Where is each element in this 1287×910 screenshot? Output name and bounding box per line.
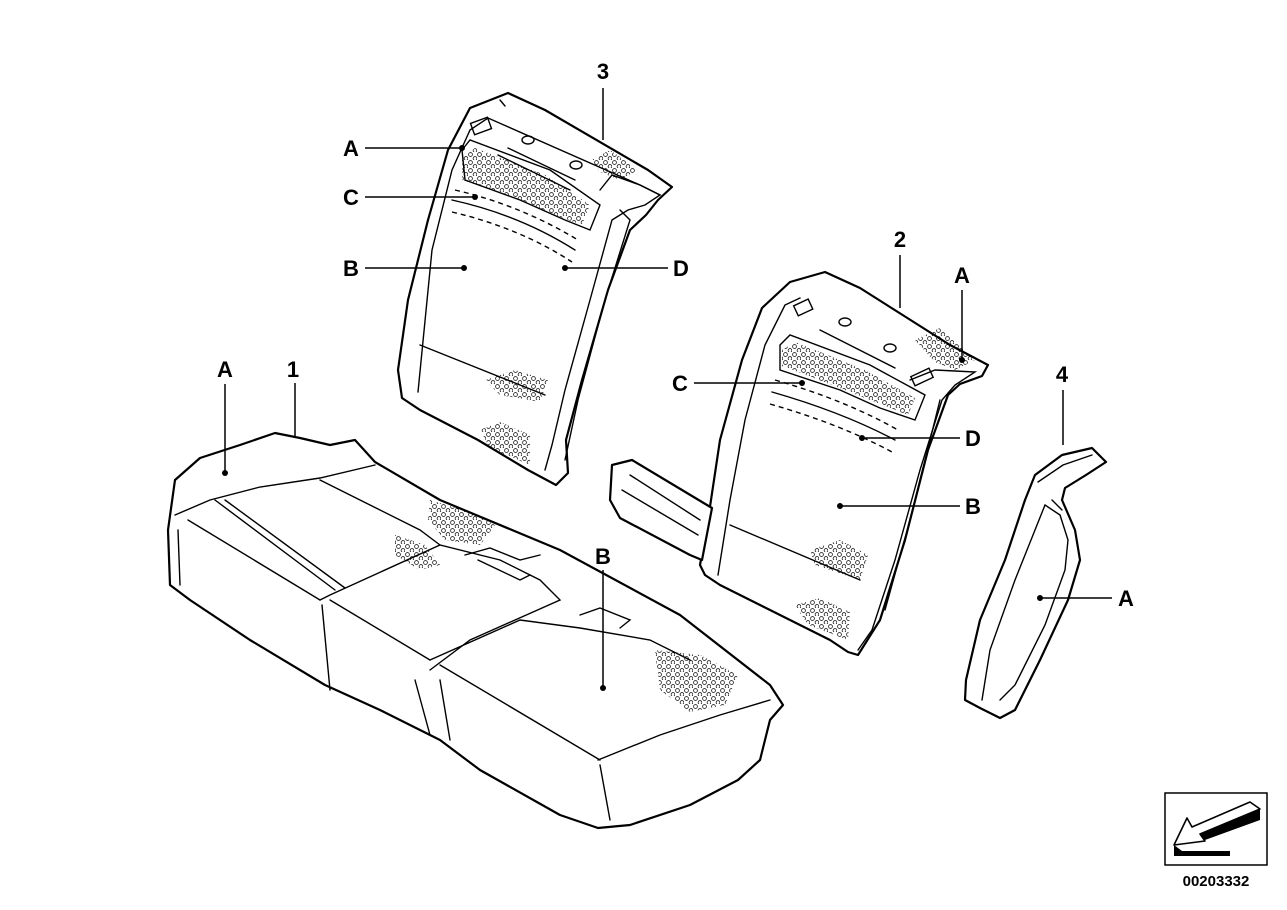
callout-2: 2 bbox=[894, 227, 906, 252]
callout-4: 4 bbox=[1056, 362, 1069, 387]
label-a-bolster: A bbox=[1118, 586, 1134, 611]
callout-3: 3 bbox=[597, 59, 609, 84]
nav-arrow-box[interactable] bbox=[1164, 792, 1268, 866]
label-d-backrest-right: D bbox=[965, 426, 981, 451]
leader-lines bbox=[222, 88, 1112, 691]
label-a-backrest-left: A bbox=[343, 136, 359, 161]
label-c-backrest-right: C bbox=[672, 371, 688, 396]
seat-cushion-cover bbox=[166, 431, 785, 830]
label-a-backrest-right: A bbox=[954, 263, 970, 288]
backrest-cover-left bbox=[396, 91, 674, 487]
label-b-backrest-left: B bbox=[343, 256, 359, 281]
image-id: 00203332 bbox=[1183, 873, 1250, 890]
callout-1: 1 bbox=[287, 357, 299, 382]
label-c-backrest-left: C bbox=[343, 185, 359, 210]
label-d-backrest-left: D bbox=[673, 256, 689, 281]
arrow-down-left-icon bbox=[1173, 801, 1261, 856]
backrest-cover-right bbox=[608, 270, 990, 657]
label-b-backrest-right: B bbox=[965, 494, 981, 519]
callout-labels: 3 A C B D 2 A C D B A 1 B 4 A bbox=[217, 59, 1134, 611]
label-a-seat: A bbox=[217, 357, 233, 382]
side-bolster-cover bbox=[963, 446, 1108, 720]
label-b-seat: B bbox=[595, 544, 611, 569]
